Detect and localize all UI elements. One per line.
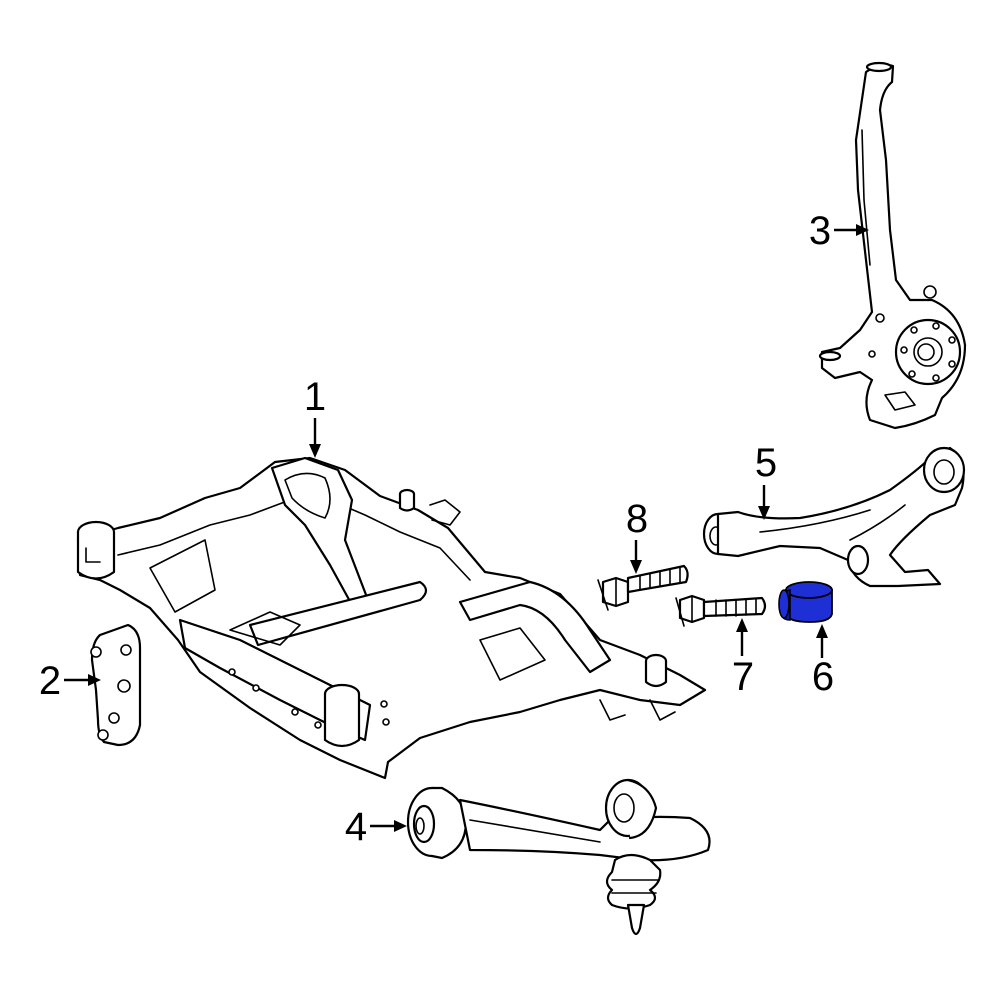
callout-8: 8 <box>626 497 648 574</box>
part-4-control-arm[interactable] <box>406 778 711 936</box>
callout-3: 3 <box>809 209 869 253</box>
callout-1: 1 <box>304 375 326 458</box>
part-2-bracket[interactable] <box>90 623 142 747</box>
part-6-bushing[interactable] <box>778 581 833 623</box>
callout-label-7: 7 <box>732 655 754 699</box>
callout-label-5: 5 <box>755 441 777 485</box>
part-1-crossmember[interactable] <box>76 456 707 780</box>
callout-5: 5 <box>755 441 777 520</box>
callout-label-6: 6 <box>812 655 834 699</box>
part-3-knuckle[interactable] <box>818 61 967 430</box>
callout-label-3: 3 <box>809 209 831 253</box>
callout-6: 6 <box>812 624 834 699</box>
callout-4: 4 <box>345 805 407 849</box>
part-8-bolt[interactable] <box>597 564 689 611</box>
callout-2: 2 <box>39 659 101 703</box>
callout-label-1: 1 <box>304 375 326 419</box>
callout-label-8: 8 <box>626 497 648 541</box>
callout-label-2: 2 <box>39 659 61 703</box>
part-7-bolt[interactable] <box>675 594 767 627</box>
part-5-upper-arm[interactable] <box>702 446 966 588</box>
callout-7: 7 <box>732 618 754 699</box>
callout-label-4: 4 <box>345 805 367 849</box>
